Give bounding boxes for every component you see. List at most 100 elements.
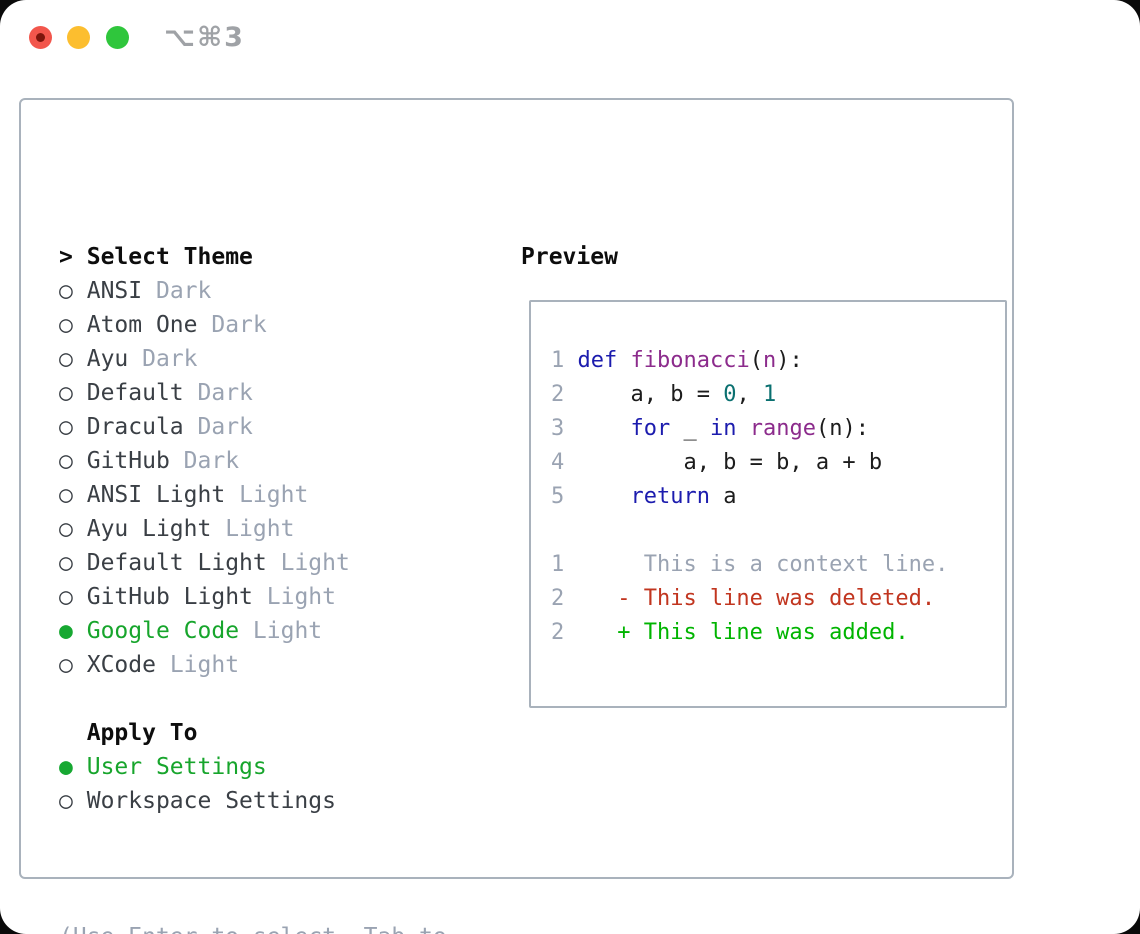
zoom-button[interactable] — [106, 26, 129, 49]
theme-variant: Dark — [155, 278, 212, 304]
code-line-9: 2 + This line was added. — [551, 616, 948, 650]
theme-option-default-light[interactable]: ○ Default Light Light — [59, 546, 350, 580]
code-token: 1 — [762, 382, 777, 407]
theme-variant: Dark — [197, 414, 253, 440]
theme-variant: Dark — [211, 312, 267, 338]
hint-line-1: (Use Enter to select, Tab to — [59, 920, 447, 934]
code-token: _ — [670, 416, 710, 441]
theme-option-google-code[interactable]: ● Google Code Light — [59, 614, 350, 648]
theme-name: Default — [86, 380, 184, 406]
line-number: 2 — [551, 586, 565, 611]
theme-name: Ayu — [86, 346, 129, 372]
theme-variant: Dark — [142, 346, 198, 372]
code-token: , — [736, 382, 763, 407]
code-token: - This line was deleted. — [577, 586, 936, 611]
theme-name: ANSI — [86, 278, 143, 304]
radio-unselected-icon: ○ — [59, 380, 73, 406]
code-line-2: 2 a, b = 0, 1 — [551, 378, 948, 412]
theme-variant: Light — [252, 618, 323, 644]
theme-name: Dracula — [86, 414, 184, 440]
code-line-3: 3 for _ in range(n): — [551, 412, 948, 446]
code-token: (n): — [815, 416, 869, 441]
code-token — [617, 348, 630, 373]
theme-list-header: > Select Theme — [59, 240, 350, 274]
theme-option-github-light[interactable]: ○ GitHub Light Light — [59, 580, 350, 614]
code-token: in — [709, 416, 737, 441]
code-token: This is a context line. — [577, 552, 949, 577]
radio-unselected-icon: ○ — [59, 278, 73, 304]
line-number: 1 — [551, 348, 565, 373]
theme-name: Google Code — [86, 618, 240, 644]
line-number: 5 — [551, 484, 565, 509]
header-caret-icon: > — [59, 244, 73, 270]
line-number: 3 — [551, 416, 565, 441]
theme-variant: Light — [239, 482, 309, 508]
minimize-button[interactable] — [67, 26, 90, 49]
apply-to-list: Apply To● User Settings○ Workspace Setti… — [59, 716, 336, 818]
radio-unselected-icon: ○ — [59, 584, 73, 610]
theme-variant: Light — [266, 584, 336, 610]
preview-title: Preview — [521, 244, 618, 270]
radio-unselected-icon: ○ — [59, 414, 73, 440]
code-token: range — [749, 416, 816, 441]
code-token: a, b = b, a + b — [577, 450, 883, 475]
code-token: 0 — [723, 382, 737, 407]
apply-to-header-label: Apply To — [86, 720, 198, 746]
radio-unselected-icon: ○ — [59, 312, 73, 338]
code-line-7: 1 This is a context line. — [551, 548, 948, 582]
radio-selected-icon: ● — [59, 754, 73, 780]
theme-option-default[interactable]: ○ Default Dark — [59, 376, 350, 410]
radio-unselected-icon: ○ — [59, 482, 73, 508]
unsaved-dot-icon — [36, 33, 45, 42]
radio-unselected-icon: ○ — [59, 652, 73, 678]
code-token: fibonacci — [630, 348, 750, 373]
apply-to-header: Apply To — [59, 716, 336, 750]
theme-name: GitHub Light — [86, 584, 253, 610]
code-token: return — [630, 484, 710, 509]
theme-variant: Light — [169, 652, 240, 678]
code-token — [577, 484, 630, 509]
theme-option-ayu-light[interactable]: ○ Ayu Light Light — [59, 512, 350, 546]
radio-unselected-icon: ○ — [59, 516, 73, 542]
theme-option-xcode[interactable]: ○ XCode Light — [59, 648, 350, 682]
code-token: ( — [749, 348, 763, 373]
code-token: for — [630, 416, 671, 441]
radio-unselected-icon: ○ — [59, 788, 73, 814]
theme-option-atom-one[interactable]: ○ Atom One Dark — [59, 308, 350, 342]
code-line-8: 2 - This line was deleted. — [551, 582, 948, 616]
theme-option-dracula[interactable]: ○ Dracula Dark — [59, 410, 350, 444]
main-panel: > Select Theme○ ANSI Dark○ Atom One Dark… — [19, 98, 1014, 934]
theme-name: Default Light — [86, 550, 267, 576]
theme-option-ayu[interactable]: ○ Ayu Dark — [59, 342, 350, 376]
line-number: 2 — [551, 620, 565, 645]
code-token — [736, 416, 749, 441]
apply-option-user-settings[interactable]: ● User Settings — [59, 750, 336, 784]
theme-option-github[interactable]: ○ GitHub Dark — [59, 444, 350, 478]
close-button[interactable] — [29, 26, 52, 49]
theme-name: XCode — [86, 652, 156, 678]
theme-option-ansi-light[interactable]: ○ ANSI Light Light — [59, 478, 350, 512]
theme-option-ansi[interactable]: ○ ANSI Dark — [59, 274, 350, 308]
code-token: + This line was added. — [577, 620, 909, 645]
code-token: a — [709, 484, 737, 509]
theme-variant: Dark — [183, 448, 240, 474]
radio-selected-icon: ● — [59, 618, 73, 644]
code-token: def — [577, 348, 618, 373]
code-line-6 — [551, 514, 948, 548]
window-shortcut-label: ⌥⌘3 — [164, 22, 245, 53]
radio-unselected-icon: ○ — [59, 346, 73, 372]
titlebar: ⌥⌘3 — [0, 0, 1140, 76]
theme-variant: Light — [225, 516, 295, 542]
line-number: 2 — [551, 382, 565, 407]
radio-unselected-icon: ○ — [59, 550, 73, 576]
theme-list: > Select Theme○ ANSI Dark○ Atom One Dark… — [59, 240, 350, 682]
hint-text: (Use Enter to select, Tab to change focu… — [59, 852, 447, 934]
code-line-4: 4 a, b = b, a + b — [551, 446, 948, 480]
code-token: n — [762, 348, 777, 373]
apply-option-label: User Settings — [86, 754, 267, 780]
theme-name: ANSI Light — [86, 482, 226, 508]
apply-option-workspace-settings[interactable]: ○ Workspace Settings — [59, 784, 336, 818]
